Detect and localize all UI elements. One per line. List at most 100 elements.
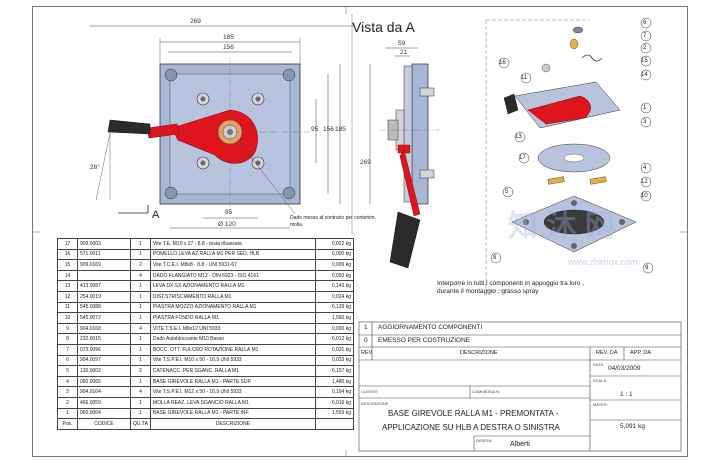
dim-269: 269 bbox=[190, 18, 201, 25]
bom-header-cell: Pos. bbox=[57, 418, 78, 430]
bom-cell-code: 254.0019 bbox=[77, 290, 131, 303]
bom-header-cell: DESCRIZIONE bbox=[149, 418, 316, 430]
bom-cell-desc: PIASTRA MOZZO AZIONAMENTO RALLA M1 bbox=[149, 301, 316, 314]
balloon-label: 17 bbox=[519, 155, 526, 161]
bom-cell-pos: 12 bbox=[57, 290, 78, 303]
bom-cell-pos: 16 bbox=[57, 248, 78, 261]
bom-cell-mass: 1,480 kg bbox=[314, 375, 355, 388]
bom-cell-qty: 4 bbox=[130, 322, 151, 335]
bom-cell-mass: 0,194 kg bbox=[314, 386, 355, 398]
balloon-label: 4 bbox=[643, 165, 647, 171]
balloon-label: 7 bbox=[643, 33, 647, 39]
bom-cell-qty: 1 bbox=[130, 238, 151, 250]
bom-cell-desc: CATENACC. PER SGANC. RALLA M1 bbox=[149, 365, 316, 377]
bom-header-cell: CODICE bbox=[77, 418, 131, 430]
dim-185-vertical: 185 bbox=[335, 126, 346, 133]
description-label: DESCRIZIONE bbox=[361, 401, 389, 406]
exploded-view: 知 沐 网 bbox=[485, 19, 637, 291]
bom-cell-qty: 1 bbox=[130, 396, 151, 409]
balloon-label: 13 bbox=[515, 134, 522, 140]
bom-cell-pos: 13 bbox=[57, 280, 78, 292]
bom-cell-pos: 1 bbox=[57, 407, 78, 420]
section-letter: A bbox=[152, 209, 160, 221]
balloon-label: 14 bbox=[641, 72, 648, 78]
balloon-label: 2 bbox=[643, 45, 647, 51]
bom-cell-desc: BASE GIREVOLE RALLA M1 - PARTE INF. bbox=[149, 407, 316, 420]
bom-cell-pos: 11 bbox=[57, 301, 78, 314]
dim-21: 21 bbox=[400, 49, 408, 56]
client-label: CLIENTE bbox=[361, 389, 378, 394]
designer-name: Alberti bbox=[510, 441, 530, 448]
bom-cell-pos: 14 bbox=[57, 269, 78, 282]
bom-cell-pos: 7 bbox=[57, 343, 78, 356]
bom-cell-code: 466.0059 bbox=[77, 396, 131, 409]
bom-cell-qty: 4 bbox=[130, 386, 151, 398]
bom-cell-code: 904.0164 bbox=[77, 386, 131, 398]
bom-cell-pos: 17 bbox=[57, 238, 78, 250]
bom-cell-desc: Vite T.S.P.E.I. M10 x 50 - 10,9 UNI 5933 bbox=[149, 354, 316, 367]
bom-cell-qty: 1 bbox=[130, 280, 151, 292]
bom-cell-code: 904.0097 bbox=[77, 354, 131, 367]
bom-cell-desc: PIASTRA FONDO RALLA M1 bbox=[149, 312, 316, 324]
view-title: Vista da A bbox=[352, 19, 415, 35]
bom-header-cell bbox=[314, 418, 355, 430]
bom-cell-desc: BASE GIREVOLE RALLA M1 - PARTE SUP. bbox=[149, 375, 316, 388]
bom-cell-pos: 2 bbox=[57, 396, 78, 409]
balloon-label: 8 bbox=[493, 255, 497, 261]
bom-cell-desc: DIST.STRISCIAMENTO RALLA M1 bbox=[149, 290, 316, 303]
bom-cell-mass: 0,009 kg bbox=[314, 259, 355, 271]
drawing-scale: 1 : 1 bbox=[620, 391, 633, 398]
material-label: MATER. bbox=[593, 402, 608, 407]
bom-cell-desc: Vite T.S.P.E.I. M12 x 50 - 10,9 UNI 5933 bbox=[149, 386, 316, 398]
bom-cell-qty: 2 bbox=[130, 365, 151, 377]
bom-cell-mass: 0,016 kg bbox=[314, 396, 355, 409]
dim-85: 85 bbox=[225, 209, 233, 216]
bom-cell-desc: DADO FLANGIATO M12 - DIN 6923 - ISO 4161 bbox=[149, 269, 316, 282]
revision-description: EMESSO PER COSTRUZIONE bbox=[378, 337, 471, 344]
bom-cell-code bbox=[77, 269, 131, 282]
bom-cell-desc: Dado Autobloccante M10 Basso bbox=[149, 333, 316, 345]
bom-cell-mass: 0,033 kg bbox=[314, 354, 355, 367]
balloon-label: 5 bbox=[505, 189, 509, 195]
bom-cell-code: 232.0015 bbox=[77, 333, 131, 345]
revision-description: AGGIORNAMENTO COMPONENTI bbox=[378, 324, 483, 331]
bom-cell-mass: 0,000 kg bbox=[314, 248, 355, 261]
bom-cell-code: 571.0011 bbox=[77, 248, 131, 261]
bom-cell-qty: 4 bbox=[130, 269, 151, 282]
bom-cell-desc: BOCC. OTT. FULCRO ROTAZIONE RALLA M1 bbox=[149, 343, 316, 356]
bom-cell-qty: 1 bbox=[130, 375, 151, 388]
bom-cell-qty: 1 bbox=[130, 248, 151, 261]
bom-cell-desc: POMELLO LEVA AZ.RALLA M1 PER SED. HLB bbox=[149, 248, 316, 261]
bom-cell-desc: MOLLA REAZ. LEVA SGANCIO RALLA M1 bbox=[149, 396, 316, 409]
balloon-label: 9 bbox=[645, 265, 649, 271]
bom-cell-pos: 6 bbox=[57, 354, 78, 367]
bom-cell-qty: 1 bbox=[130, 407, 151, 420]
designer-label: DISEGN. bbox=[476, 438, 493, 443]
bom-cell-code: 904.0168 bbox=[77, 322, 131, 335]
dim-185: 185 bbox=[223, 34, 234, 41]
bom-cell-qty: 1 bbox=[130, 343, 151, 356]
date-label: DATA bbox=[593, 362, 604, 367]
balloon-label: 15 bbox=[641, 58, 648, 64]
bom-cell-code: 060.0064 bbox=[77, 407, 131, 420]
bom-cell-code: 060.0065 bbox=[77, 375, 131, 388]
dim-156-vertical: 156 bbox=[323, 126, 334, 133]
revision-header-rev: REV bbox=[361, 350, 373, 356]
dim-angle: 28° bbox=[90, 164, 100, 171]
drawing-title-line-1: BASE GIREVOLE RALLA M1 - PREMONTATA - bbox=[388, 409, 559, 418]
total-mass: 5,091 kg bbox=[620, 423, 645, 430]
bom-cell-qty: 1 bbox=[130, 354, 151, 367]
